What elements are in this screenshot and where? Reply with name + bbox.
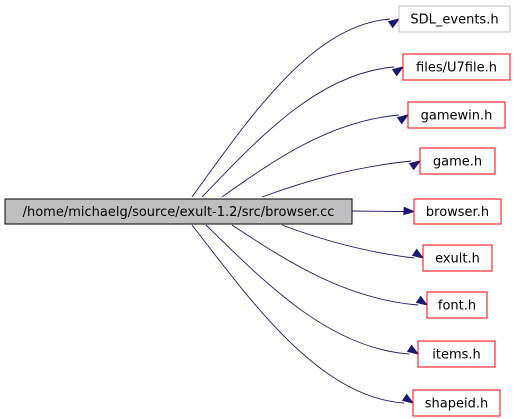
arrowhead-icon xyxy=(415,295,429,306)
target-node[interactable]: gamewin.h xyxy=(407,101,506,129)
arrowhead-icon xyxy=(408,160,422,171)
dependency-edge xyxy=(281,224,415,259)
target-node-label: exult.h xyxy=(435,252,480,267)
target-node-label: shapeid.h xyxy=(425,397,488,412)
arrowhead-icon xyxy=(391,66,405,77)
source-node-label: /home/michaelg/source/exult-1.2/src/brow… xyxy=(23,205,335,220)
dependency-edge xyxy=(191,18,391,198)
target-node[interactable]: shapeid.h xyxy=(412,389,501,417)
target-node-box xyxy=(407,101,506,129)
target-node-label: font.h xyxy=(438,299,476,314)
dependency-edge xyxy=(201,66,395,198)
target-node[interactable]: items.h xyxy=(417,340,496,368)
source-node[interactable]: /home/michaelg/source/exult-1.2/src/brow… xyxy=(4,198,353,225)
target-nodes: SDL_events.h files/U7file.h gamewin.h game.… xyxy=(398,5,511,417)
target-node[interactable]: game.h xyxy=(419,147,496,175)
source-node-box xyxy=(4,198,353,225)
target-node-label: items.h xyxy=(432,348,481,363)
target-node[interactable]: SDL_events.h xyxy=(398,5,511,33)
target-node[interactable]: browser.h xyxy=(413,198,502,225)
target-node-box xyxy=(422,244,493,272)
dependency-edge xyxy=(261,160,412,198)
target-node[interactable]: font.h xyxy=(426,291,488,319)
arrowhead-icon xyxy=(401,393,415,404)
dependency-edge xyxy=(221,114,400,198)
target-node-label: game.h xyxy=(433,155,482,170)
dependency-edges xyxy=(191,18,429,404)
dependency-edge xyxy=(191,224,405,404)
dependency-edge xyxy=(351,210,406,212)
target-node-label: files/U7file.h xyxy=(416,61,497,76)
target-node-box xyxy=(417,340,496,368)
arrowhead-icon xyxy=(396,114,410,125)
arrowhead-icon xyxy=(411,248,425,259)
target-node-box xyxy=(398,5,511,33)
target-node-box xyxy=(413,198,502,225)
target-node-label: SDL_events.h xyxy=(410,13,498,28)
target-node-label: gamewin.h xyxy=(421,109,493,124)
dependency-edge xyxy=(231,224,419,306)
arrowhead-icon xyxy=(406,344,420,355)
target-node[interactable]: files/U7file.h xyxy=(402,53,511,81)
dependency-edge xyxy=(205,224,410,355)
target-node-box xyxy=(419,147,496,175)
target-node[interactable]: exult.h xyxy=(422,244,493,272)
target-node-box xyxy=(402,53,511,81)
target-node-box xyxy=(426,291,488,319)
arrowhead-icon xyxy=(403,206,416,216)
target-node-box xyxy=(412,389,501,417)
target-node-label: browser.h xyxy=(426,205,489,220)
arrowhead-icon xyxy=(387,18,401,29)
